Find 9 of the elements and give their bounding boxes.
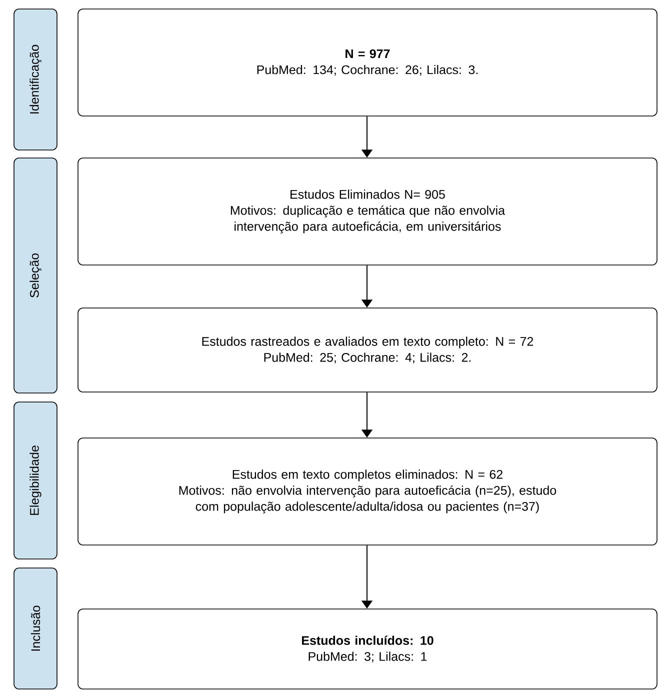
stage-band: Seleção xyxy=(14,158,58,394)
stage-band: Inclusão xyxy=(14,568,58,690)
process-box: Estudos incluídos: 10 PubMed: 3; Lilacs: 1 xyxy=(78,608,658,690)
stage-band: Identificação xyxy=(14,8,58,150)
stage-band: Elegibilidade xyxy=(14,402,58,560)
process-box: Estudos em texto completos eliminados: N = 62 Motivos: não envolvia intervenção para autoeficácia (n=25), estudo com população adolescente/adulta/idosa ou pacientes (n=37) xyxy=(78,438,658,546)
process-box: Estudos rastreados e avaliados em texto completo: N = 72 PubMed: 25; Cochrane: 4; Lilacs: 2. xyxy=(78,308,658,392)
process-box: N = 977 PubMed: 134; Cochrane: 26; Lilacs: 3. xyxy=(78,8,658,116)
process-box: Estudos Eliminados N= 905 Motivos: duplicação e temática que não envolvia intervenção para autoeficácia, em universitários xyxy=(78,158,658,266)
